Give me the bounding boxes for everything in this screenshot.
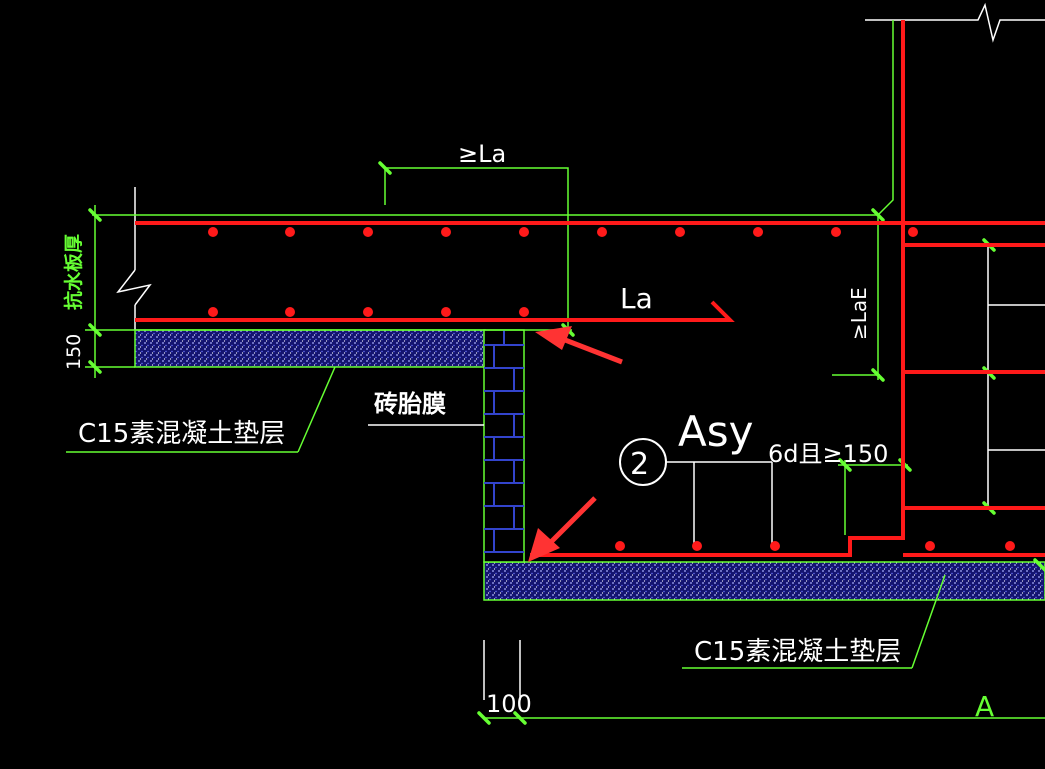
cushion-top-label: C15素混凝土垫层 [78,419,285,449]
brick-mold-label: 砖胎膜 [374,390,446,418]
callout-number: 2 [630,447,649,482]
cushion-thickness-label: 150 [63,334,85,370]
anchor-top-label: ≥La [458,140,506,168]
dimension-lines [66,20,1045,719]
anchor-lae-label: ≥LaE [847,287,871,340]
dim-100-label: 100 [486,690,532,718]
outline-linework [116,2,1045,700]
annotation-arrow-lower [528,496,597,562]
cushion-layer-top [134,329,486,368]
rebar-lines [135,20,1045,557]
grid-axis-label: A [975,690,994,723]
annotation-arrow-upper [535,326,623,365]
slab-thickness-label: 抗水板厚 [62,234,85,310]
anchor-la-label: La [620,282,653,315]
rebar-code-label: Asy [678,407,753,456]
cushion-bottom-label: C15素混凝土垫层 [694,637,901,667]
brick-mold-wall [483,329,525,563]
cushion-layer-bottom [483,561,1045,601]
callout-circle [619,438,667,486]
rebar-section-dots [208,227,1015,551]
bend-length-label: 6d且≥150 [768,440,888,468]
